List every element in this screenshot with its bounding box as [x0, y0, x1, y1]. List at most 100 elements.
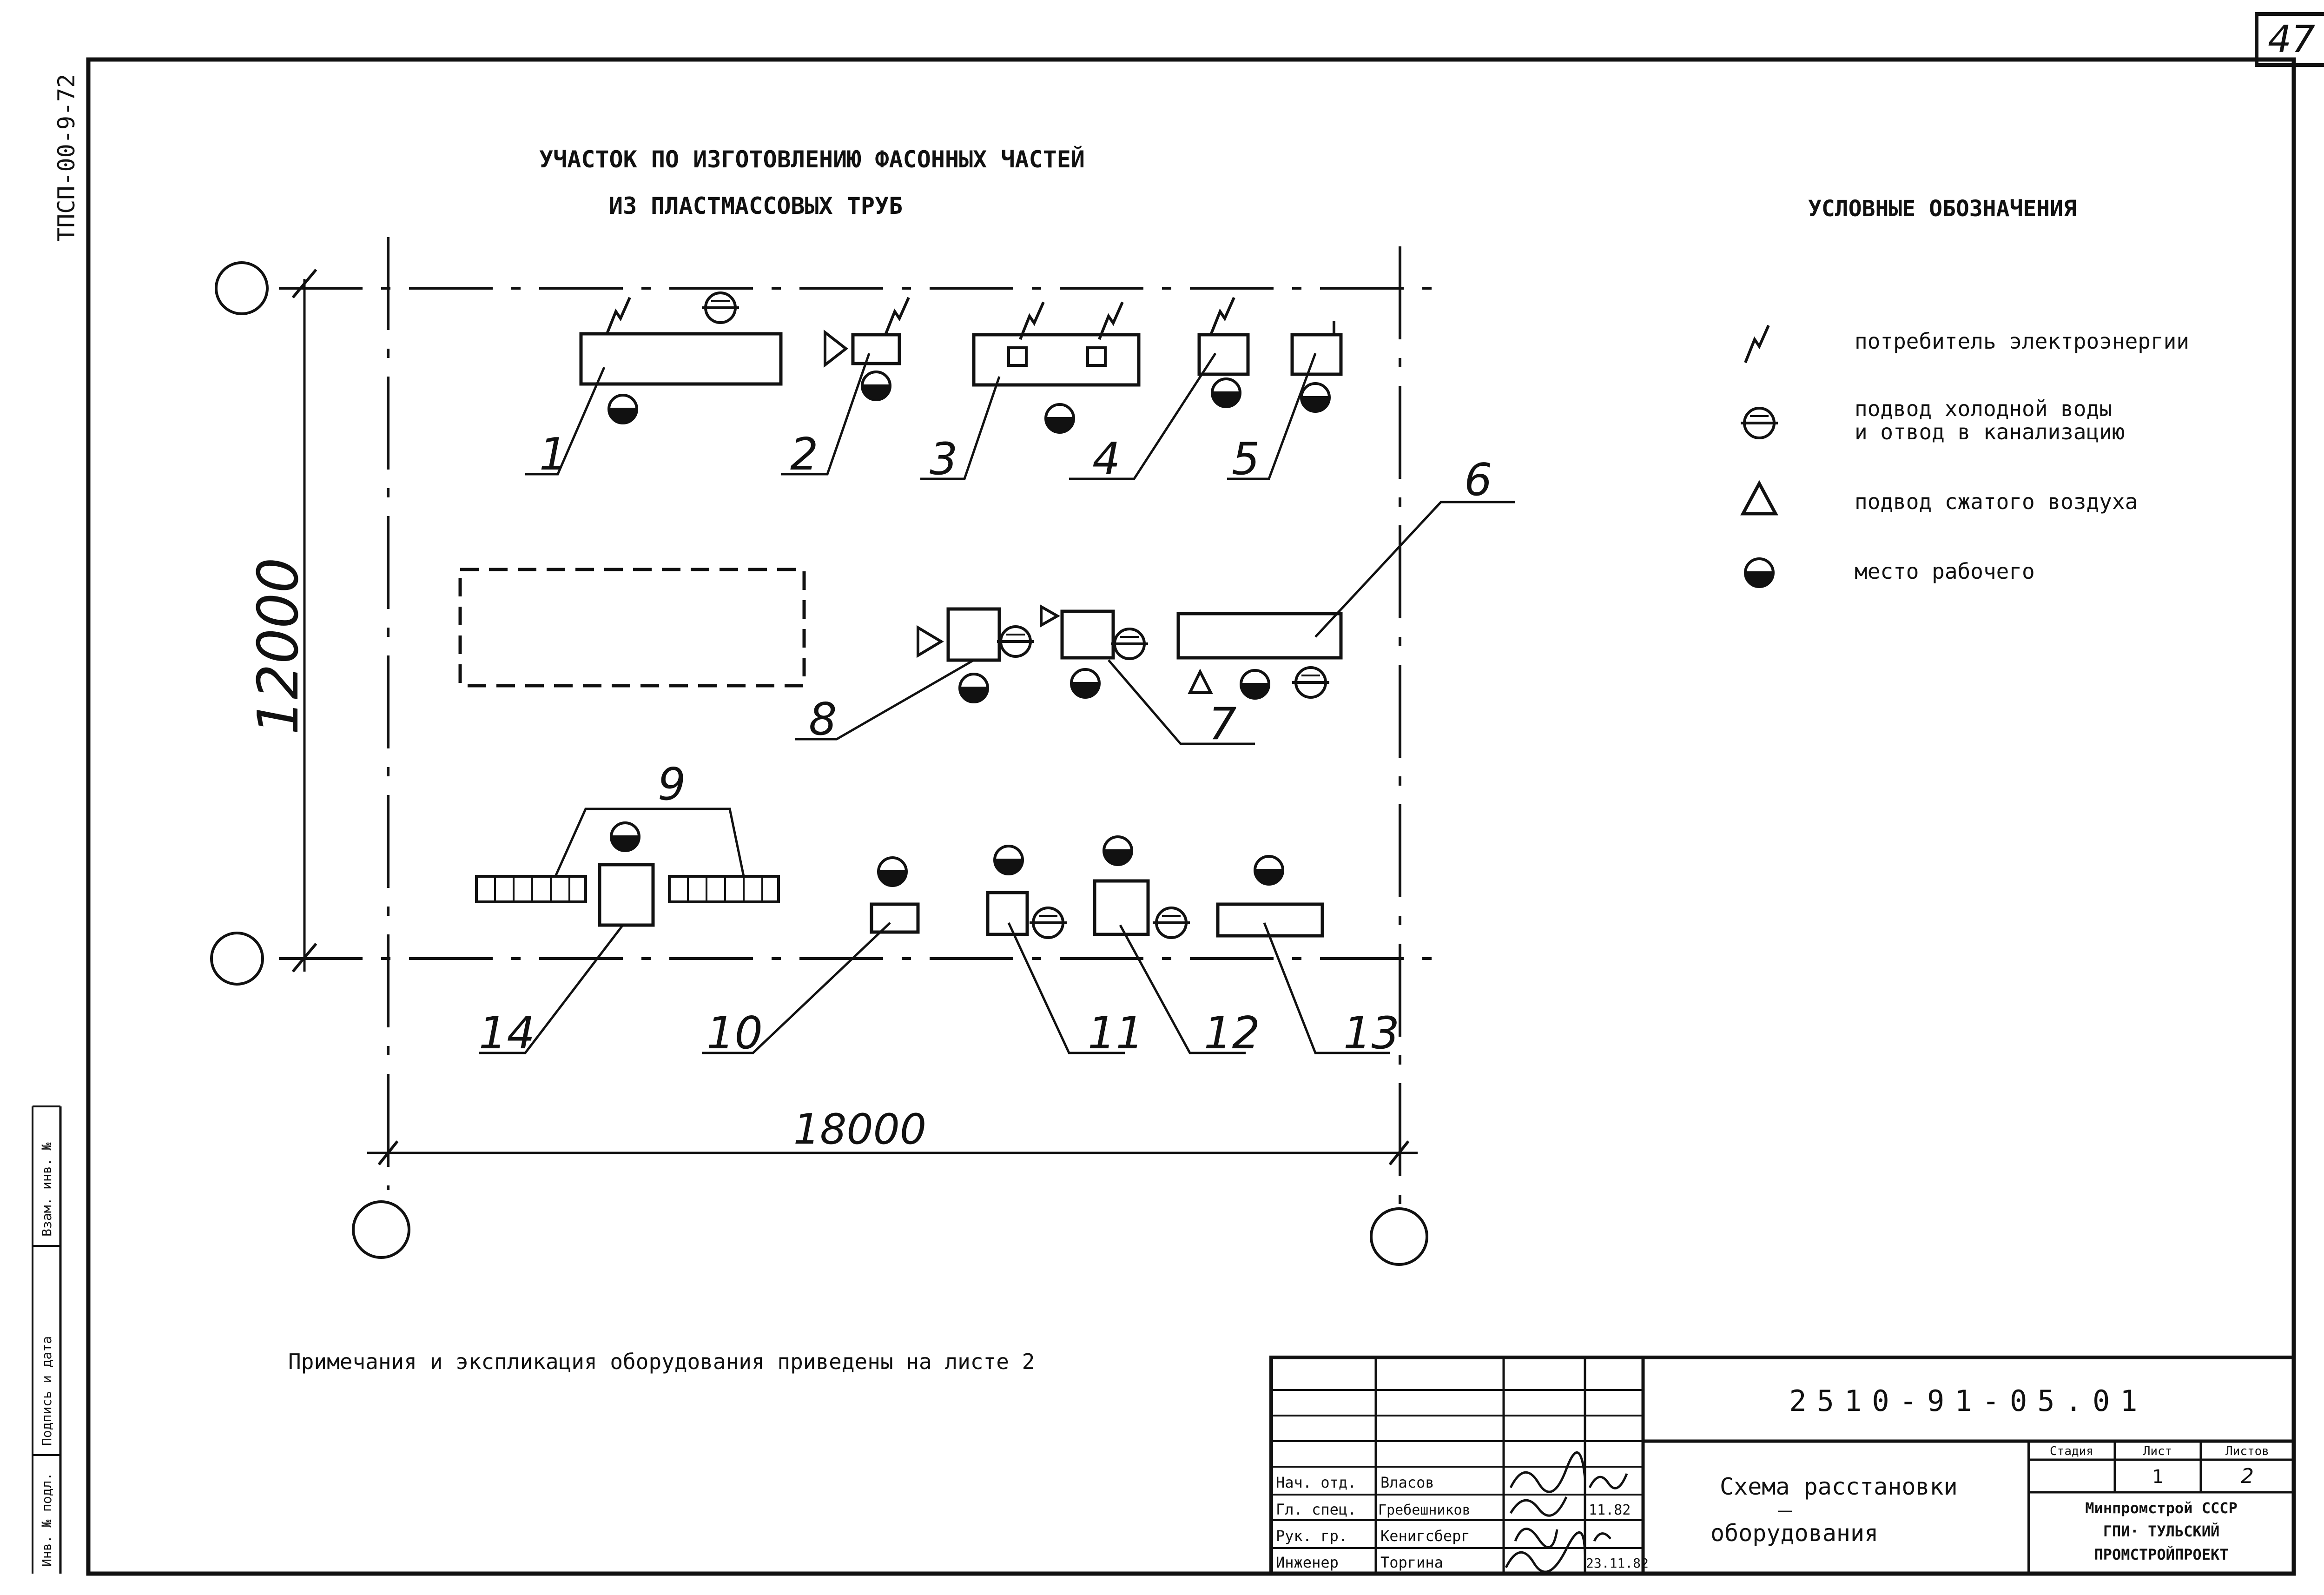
document-code: 2510-91-05.01	[1789, 1384, 2147, 1418]
legend-item-air: подвод сжатого воздуха	[1855, 489, 2138, 514]
compressed-air-icon	[824, 329, 848, 368]
header-sheets: Листов	[2225, 1444, 2269, 1458]
equipment-2	[851, 333, 901, 365]
workplace-icon	[1301, 384, 1329, 411]
label-4: 4	[1092, 434, 1120, 485]
equipment-14	[598, 863, 655, 927]
label-8: 8	[809, 694, 837, 745]
grid-axis-bubble	[215, 261, 269, 315]
electric-consumer-icon	[607, 298, 630, 335]
equipment-7	[1060, 609, 1115, 660]
equipment-9b	[668, 875, 780, 903]
drawing-name-dash: –	[1778, 1496, 1792, 1523]
stamp-inventory-original: Инв. № подл.	[39, 1473, 54, 1567]
equipment-3	[972, 333, 1141, 387]
equipment-5	[1290, 333, 1343, 376]
signer-role: Рук. гр.	[1276, 1527, 1347, 1545]
note-text: Примечания и экспликация оборудования пр…	[288, 1349, 1035, 1374]
equipment-row-1	[579, 293, 1343, 432]
label-3: 3	[930, 434, 957, 485]
water-supply-drain-icon	[1292, 668, 1329, 697]
header-stage: Стадия	[2050, 1444, 2093, 1458]
equipment-9a	[475, 875, 587, 903]
signature	[1514, 1528, 1558, 1549]
workplace-icon	[1104, 837, 1132, 865]
equipment-12	[1093, 879, 1150, 936]
compressed-air-icon	[917, 625, 944, 658]
electric-consumer-icon	[1211, 298, 1234, 335]
header-sheet: Лист	[2143, 1444, 2172, 1458]
water-supply-drain-icon	[702, 293, 739, 323]
organization-line3: ПРОМСТРОЙПРОЕКТ	[2094, 1546, 2229, 1563]
equipment-11	[986, 891, 1029, 936]
sheet-number: 47	[2268, 18, 2315, 61]
signature	[1505, 1531, 1586, 1573]
workplace-icon	[878, 858, 906, 886]
legend-item-workplace: место рабочего	[1855, 559, 2035, 584]
signature	[1509, 1451, 1586, 1493]
workplace-icon	[609, 395, 637, 423]
label-5: 5	[1232, 434, 1260, 485]
equipment-6	[1176, 612, 1343, 660]
label-13: 13	[1343, 1008, 1400, 1059]
signature	[1593, 1532, 1611, 1542]
stamp-replacement-inventory: Взам. инв. №	[39, 1143, 54, 1237]
workplace-icon	[1071, 669, 1099, 697]
label-11: 11	[1088, 1008, 1144, 1059]
leader-lines	[479, 352, 1515, 1054]
workplace-icon	[1745, 559, 1773, 587]
workplace-icon	[1046, 404, 1074, 432]
legend-item-water-line1: подвод холодной воды	[1855, 396, 2112, 421]
title-block	[1269, 1356, 2296, 1575]
dimension-width-value: 18000	[793, 1105, 926, 1154]
signer-role: Нач. отд.	[1276, 1474, 1356, 1491]
equipment-numbers: 1 2 3 4 5 6 7 8 9 10 11 12 13 14	[479, 429, 1492, 1059]
side-code: ТПСП-00-9-72	[53, 74, 80, 242]
equipment-10	[870, 902, 920, 934]
compressed-air-icon	[1740, 480, 1778, 516]
drawing-title-line2: ИЗ ПЛАСТМАССОВЫХ ТРУБ	[609, 192, 903, 219]
label-6: 6	[1464, 455, 1492, 506]
equipment-13	[1216, 902, 1324, 938]
legend-item-electric: потребитель электроэнергии	[1855, 329, 2189, 354]
label-1: 1	[539, 429, 567, 480]
signers-table: Нач. отд. Власов Гл. спец. Гребешников 1…	[1276, 1451, 1649, 1573]
label-9: 9	[658, 759, 686, 810]
signer-name: Торгина	[1380, 1554, 1443, 1571]
water-supply-drain-icon	[1030, 908, 1067, 938]
electric-consumer-icon	[885, 298, 909, 335]
electric-consumer-icon	[1745, 325, 1769, 363]
equipment-row-3	[475, 823, 1324, 938]
dimension-height-value: 12000	[246, 557, 311, 735]
water-supply-drain-icon	[997, 627, 1034, 656]
sheet-value: 1	[2152, 1466, 2163, 1488]
signer-date: 23.11.82	[1586, 1555, 1649, 1571]
stamp-signature-date: Подпись и дата	[39, 1336, 54, 1446]
equipment-row-2	[458, 568, 1343, 702]
margin-stamps: Инв. № подл. Подпись и дата Взам. инв. №	[32, 1105, 62, 1574]
water-supply-drain-icon	[1111, 629, 1148, 659]
grid-axis-bubble	[1370, 1207, 1428, 1266]
compressed-air-icon	[1040, 604, 1061, 628]
legend-heading: УСЛОВНЫЕ ОБОЗНАЧЕНИЯ	[1808, 196, 2077, 222]
water-supply-drain-icon	[1741, 408, 1778, 438]
building-grid	[210, 237, 1450, 1266]
signature	[1509, 1496, 1568, 1517]
workplace-icon	[611, 823, 639, 851]
drawing-frame	[86, 57, 2296, 1576]
dimension-width	[367, 1140, 1418, 1165]
equipment-8	[946, 607, 1001, 662]
workplace-icon	[960, 674, 988, 702]
workplace-icon	[1212, 379, 1240, 407]
sheets-value: 2	[2241, 1464, 2254, 1488]
label-10: 10	[706, 1008, 763, 1059]
label-7: 7	[1208, 699, 1236, 750]
signature	[1588, 1473, 1628, 1489]
legend-item-water-line2: и отвод в канализацию	[1855, 419, 2125, 444]
organization-line1: Минпромстрой СССР	[2085, 1499, 2238, 1517]
grid-axis-bubble	[352, 1200, 410, 1259]
label-2: 2	[790, 429, 818, 480]
legend: УСЛОВНЫЕ ОБОЗНАЧЕНИЯ потребитель электро…	[1741, 196, 2189, 587]
